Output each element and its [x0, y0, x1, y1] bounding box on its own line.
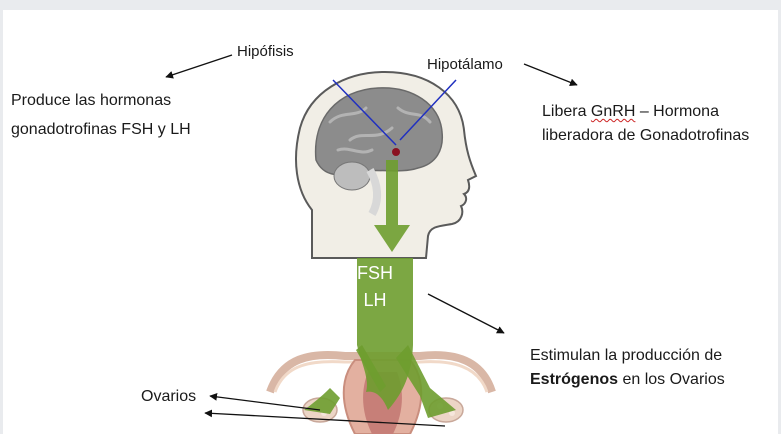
arrow-estimulan — [428, 294, 504, 333]
cerebellum — [334, 162, 370, 190]
hypothalamus-dot — [392, 148, 400, 156]
hipofisis-label: Hipófisis — [237, 40, 294, 64]
libera-suffix: – Hormona — [635, 103, 719, 120]
arrow-ovario-left — [210, 396, 320, 410]
estimulan-rest: en los Ovarios — [618, 371, 725, 388]
produce-line-1: Produce las hormonas — [11, 86, 227, 115]
estimulan-line-1: Estimulan la producción de — [530, 344, 725, 368]
hipotalamo-label: Hipotálamo — [427, 53, 503, 77]
arrow-hipotalamo — [524, 64, 577, 85]
produce-line-2: gonadotrofinas FSH y LH — [11, 115, 227, 144]
arrow-hipofisis — [166, 55, 232, 77]
gnrh-term: GnRH — [591, 103, 635, 120]
estimulan-description: Estimulan la producción de Estrógenos en… — [530, 344, 725, 392]
libera-line-2: liberadora de Gonadotrofinas — [542, 124, 749, 148]
ovarios-label: Ovarios — [141, 385, 196, 409]
produce-description: Produce las hormonas gonadotrofinas FSH … — [11, 86, 227, 144]
estrogenos-term: Estrógenos — [530, 371, 618, 388]
libera-description: Libera GnRH – Hormona liberadora de Gona… — [542, 100, 749, 148]
libera-prefix: Libera — [542, 103, 591, 120]
hormone-fsh-label: FSH — [345, 263, 405, 284]
hormone-lh-label: LH — [345, 290, 405, 311]
